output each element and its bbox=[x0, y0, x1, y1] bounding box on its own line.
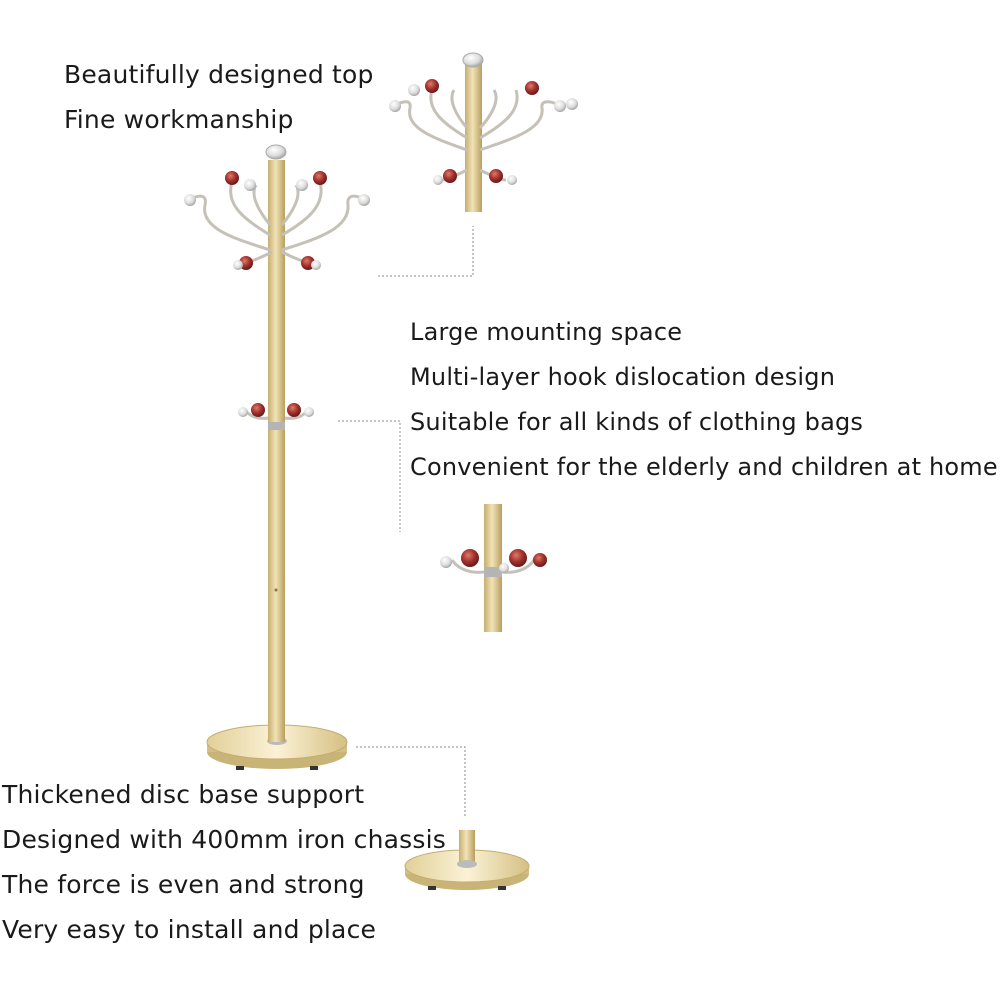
base-feature-line: The force is even and strong bbox=[2, 870, 365, 899]
main-pole bbox=[268, 160, 285, 742]
top-feature-list: Beautifully designed top Fine workmanshi… bbox=[64, 52, 374, 142]
base-feature-line: Designed with 400mm iron chassis bbox=[2, 825, 446, 854]
main-top-knobs bbox=[184, 171, 370, 270]
base-feature-list: Thickened disc base support Designed wit… bbox=[2, 772, 446, 952]
detail-top-zoom bbox=[389, 52, 578, 212]
middle-feature-line: Large mounting space bbox=[410, 318, 683, 346]
main-top-cap bbox=[265, 144, 287, 160]
base-feature-line: Thickened disc base support bbox=[2, 780, 365, 809]
top-feature-line: Fine workmanship bbox=[64, 105, 294, 134]
base-feature-line: Very easy to install and place bbox=[2, 915, 377, 944]
middle-feature-line: Suitable for all kinds of clothing bags bbox=[410, 408, 864, 436]
base-callout-line bbox=[356, 746, 466, 818]
middle-feature-line: Multi-layer hook dislocation design bbox=[410, 363, 836, 391]
top-feature-line: Beautifully designed top bbox=[64, 60, 374, 89]
top-callout-line bbox=[378, 226, 474, 277]
detail-base-zoom bbox=[404, 830, 530, 890]
middle-callout-line bbox=[338, 420, 401, 532]
middle-feature-list: Large mounting space Multi-layer hook di… bbox=[410, 310, 998, 490]
main-middle-hooks bbox=[238, 403, 314, 420]
detail-middle-zoom bbox=[440, 504, 547, 632]
middle-feature-line: Convenient for the elderly and children … bbox=[410, 453, 998, 481]
callout-lines bbox=[338, 226, 474, 818]
main-coat-stand bbox=[184, 144, 370, 770]
